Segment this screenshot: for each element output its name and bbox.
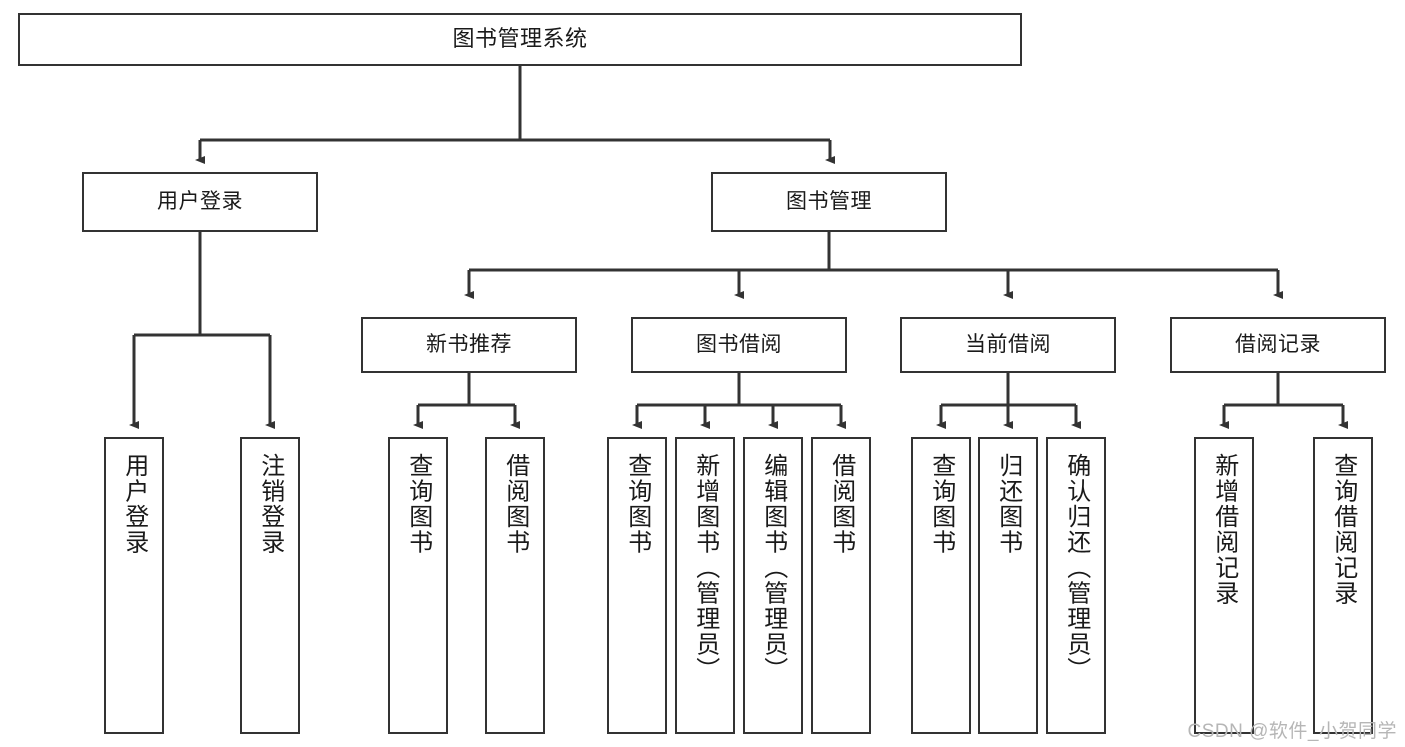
node-borrow-record[interactable]: 借阅记录	[1170, 317, 1386, 373]
node-leaf-user-login[interactable]: 用户登录	[104, 437, 164, 734]
node-leaf-borrow-book-2-label: 借阅图书	[827, 453, 855, 555]
node-book-manage-label: 图书管理	[786, 190, 872, 214]
csdn-watermark: CSDN @软件_小贺同学	[1187, 721, 1397, 742]
node-current-borrow-label: 当前借阅	[965, 333, 1051, 357]
node-leaf-query-book-1-label: 查询图书	[404, 453, 432, 555]
node-leaf-confirm-return-label: 确认归还（管理员）	[1062, 453, 1090, 683]
node-user-login-label: 用户登录	[157, 190, 243, 214]
node-leaf-add-book[interactable]: 新增图书（管理员）	[675, 437, 735, 734]
node-user-login[interactable]: 用户登录	[82, 172, 318, 232]
node-leaf-query-record-label: 查询借阅记录	[1329, 453, 1357, 606]
node-book-borrow-label: 图书借阅	[696, 333, 782, 357]
node-new-book-recommend-label: 新书推荐	[426, 333, 512, 357]
node-leaf-query-book-3-label: 查询图书	[927, 453, 955, 555]
node-root-label: 图书管理系统	[452, 26, 588, 52]
node-leaf-query-book-1[interactable]: 查询图书	[388, 437, 448, 734]
node-borrow-record-label: 借阅记录	[1235, 333, 1321, 357]
node-leaf-add-record-label: 新增借阅记录	[1210, 453, 1238, 606]
node-leaf-borrow-book-2[interactable]: 借阅图书	[811, 437, 871, 734]
node-leaf-query-book-3[interactable]: 查询图书	[911, 437, 971, 734]
node-leaf-user-login-label: 用户登录	[120, 453, 148, 555]
node-leaf-edit-book[interactable]: 编辑图书（管理员）	[743, 437, 803, 734]
node-leaf-logout-login-label: 注销登录	[256, 453, 284, 555]
node-leaf-logout-login[interactable]: 注销登录	[240, 437, 300, 734]
node-leaf-return-book-label: 归还图书	[994, 453, 1022, 555]
node-new-book-recommend[interactable]: 新书推荐	[361, 317, 577, 373]
node-leaf-edit-book-label: 编辑图书（管理员）	[759, 453, 787, 683]
node-leaf-borrow-book-1-label: 借阅图书	[501, 453, 529, 555]
node-current-borrow[interactable]: 当前借阅	[900, 317, 1116, 373]
node-leaf-return-book[interactable]: 归还图书	[978, 437, 1038, 734]
node-root[interactable]: 图书管理系统	[18, 13, 1022, 66]
node-book-borrow[interactable]: 图书借阅	[631, 317, 847, 373]
node-leaf-confirm-return[interactable]: 确认归还（管理员）	[1046, 437, 1106, 734]
node-book-manage[interactable]: 图书管理	[711, 172, 947, 232]
node-leaf-add-record[interactable]: 新增借阅记录	[1194, 437, 1254, 734]
node-leaf-query-book-2-label: 查询图书	[623, 453, 651, 555]
node-leaf-query-record[interactable]: 查询借阅记录	[1313, 437, 1373, 734]
node-leaf-query-book-2[interactable]: 查询图书	[607, 437, 667, 734]
node-leaf-add-book-label: 新增图书（管理员）	[691, 453, 719, 683]
node-leaf-borrow-book-1[interactable]: 借阅图书	[485, 437, 545, 734]
